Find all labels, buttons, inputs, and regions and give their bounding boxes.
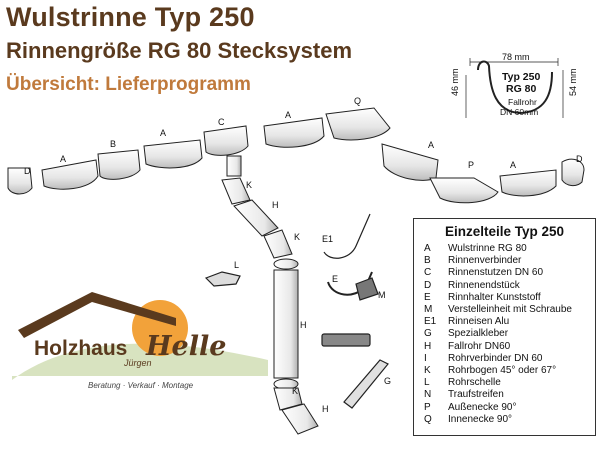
label-p: P: [468, 160, 475, 170]
pipe-clip-l: [204, 271, 241, 287]
outlet-nozzle: [226, 155, 242, 177]
brand-owner: Jürgen: [124, 358, 152, 368]
label-e1: E1: [322, 234, 334, 244]
gutter-section-a1: [41, 159, 99, 190]
gutter-end-cap-left: [7, 167, 33, 195]
adhesive-tube-g: [343, 359, 389, 409]
pipe-segment-h-upper: [233, 199, 279, 237]
label-k-upper: K: [246, 180, 253, 190]
pipe-bend-k-upper: [221, 177, 251, 205]
label-d-left: D: [24, 166, 31, 176]
gutter-outlet-c: [203, 125, 249, 156]
gutter-inner-corner-q: [325, 107, 391, 141]
label-h-upper: H: [272, 200, 279, 210]
pipe-bend-k-middle: [263, 229, 293, 259]
hill-shape: [12, 343, 268, 380]
label-e: E: [332, 274, 339, 284]
page-subtitle: Rinnengröße RG 80 Stecksystem: [6, 38, 353, 63]
label-m: M: [378, 290, 386, 300]
overview-heading: Übersicht: Lieferprogramm: [6, 74, 251, 95]
label-a3: A: [285, 110, 292, 120]
label-l: L: [234, 260, 240, 270]
gutter-section-a3: [263, 117, 325, 148]
label-c: C: [218, 117, 225, 127]
adjuster-m: [355, 277, 379, 301]
pipe-bend-k-lower: [273, 387, 303, 411]
profile-type-label: Typ 250: [502, 71, 541, 83]
gutter-end-cap-right: [561, 158, 585, 187]
pipe-segment-h-long: [273, 269, 299, 379]
profile-size-label: RG 80: [506, 83, 537, 95]
label-a1: A: [60, 154, 67, 164]
gutter-connector-b: [97, 149, 141, 180]
accessories: [204, 213, 389, 409]
profile-downpipe-label-1: Fallrohr: [508, 97, 537, 107]
label-b: B: [110, 139, 117, 149]
roof-shape: [18, 292, 176, 338]
profile-left-height-label: 46 mm: [450, 68, 460, 96]
brand-logo-graphic: [12, 292, 268, 380]
label-a2: A: [160, 128, 167, 138]
legend-title: Einzelteile Typ 250: [444, 224, 565, 239]
fascia-strip-n: [321, 333, 371, 347]
label-g: G: [384, 376, 392, 386]
gutter-profile-section: [465, 58, 564, 118]
profile-width-label: 78 mm: [502, 52, 530, 62]
brand-name-holzhaus: Holzhaus: [34, 337, 128, 360]
downpipe-assembly: [221, 155, 319, 435]
page-title: Wulstrinne Typ 250: [6, 2, 255, 32]
gutter-section-a5: [499, 169, 557, 197]
profile-right-height-label: 54 mm: [568, 68, 578, 96]
label-a5: A: [510, 160, 517, 170]
label-h-long: H: [300, 320, 307, 330]
brand-tagline: Beratung · Verkauf · Montage: [88, 381, 194, 390]
label-h-lower: H: [322, 404, 329, 414]
gutter-run: [7, 107, 585, 204]
profile-downpipe-label-2: DN 60mm: [500, 107, 539, 117]
label-a4: A: [428, 140, 435, 150]
label-q: Q: [354, 96, 362, 106]
gutter-outer-corner-p: [429, 177, 499, 204]
gutter-section-a2: [143, 139, 203, 169]
label-k-middle: K: [294, 232, 301, 242]
pipe-clamp-top: [273, 258, 299, 270]
gutter-iron-e1: [323, 213, 371, 259]
brand-name-helle: Helle: [146, 331, 227, 362]
label-d-right: D: [576, 154, 583, 164]
label-k-lower: K: [292, 386, 299, 396]
pipe-segment-h-lower: [281, 403, 319, 435]
